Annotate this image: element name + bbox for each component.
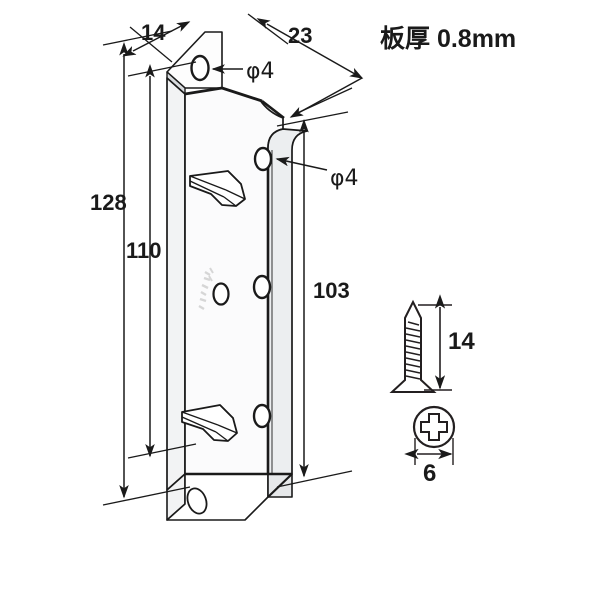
dimension-label-screw-length: 14 (448, 328, 475, 355)
screw-side-view (389, 294, 452, 393)
page-title-plate-thickness: 板厚 0.8mm (380, 25, 517, 53)
phillips-cross-icon (420, 413, 448, 441)
dimension-label-overall-height: 128 (90, 190, 127, 215)
ext-line-right-103-top (276, 111, 349, 127)
ext-line-bottom-128 (102, 486, 191, 506)
bracket-bottom-right-corner (267, 473, 293, 498)
screw-thread-lines (405, 321, 421, 380)
bracket-side-flange (267, 128, 308, 475)
mounting-hole-face-middle-right (252, 274, 272, 300)
ext-line-23-left (247, 13, 289, 45)
dimension-label-hole-top: φ4 (246, 59, 275, 84)
dim-line-23 (256, 18, 364, 79)
dimension-label-face-height: 110 (126, 238, 162, 263)
mounting-hole-top-flange (190, 54, 210, 82)
mounting-hole-face-middle-left (212, 282, 230, 306)
ext-line-top-110 (127, 61, 197, 77)
dimension-label-hole-face: φ4 (330, 166, 359, 191)
ext-line-bottom-110 (127, 443, 197, 459)
embossed-slot-lower (181, 404, 238, 442)
dimension-lines (102, 13, 364, 506)
ext-line-right-103-bottom (276, 470, 353, 488)
dimension-label-screw-head-diameter: 6 (423, 460, 437, 487)
embossed-slot-upper (189, 170, 246, 207)
bracket-front-face (166, 77, 186, 491)
dimension-label-side-height: 103 (313, 278, 350, 303)
leader-phi4-face (275, 156, 328, 171)
bracket-assembly (166, 31, 308, 521)
mounting-hole-bottom (186, 487, 208, 515)
screw-head-top-view (404, 405, 456, 465)
bracket-top-shadow-edge-2 (221, 86, 263, 103)
dim-line-14 (122, 21, 191, 57)
bracket-top-shadow-edge (184, 86, 223, 96)
mounting-hole-face-lower (252, 403, 272, 429)
dim-line-23-lower-leg (289, 77, 363, 118)
dimension-label-side-width: 23 (288, 23, 313, 48)
bracket-top-shadow-edge-3 (261, 99, 285, 120)
dimension-label-flange-width: 14 (141, 20, 166, 45)
faint-surface-markings (198, 267, 214, 311)
mounting-hole-face-upper (253, 146, 273, 172)
